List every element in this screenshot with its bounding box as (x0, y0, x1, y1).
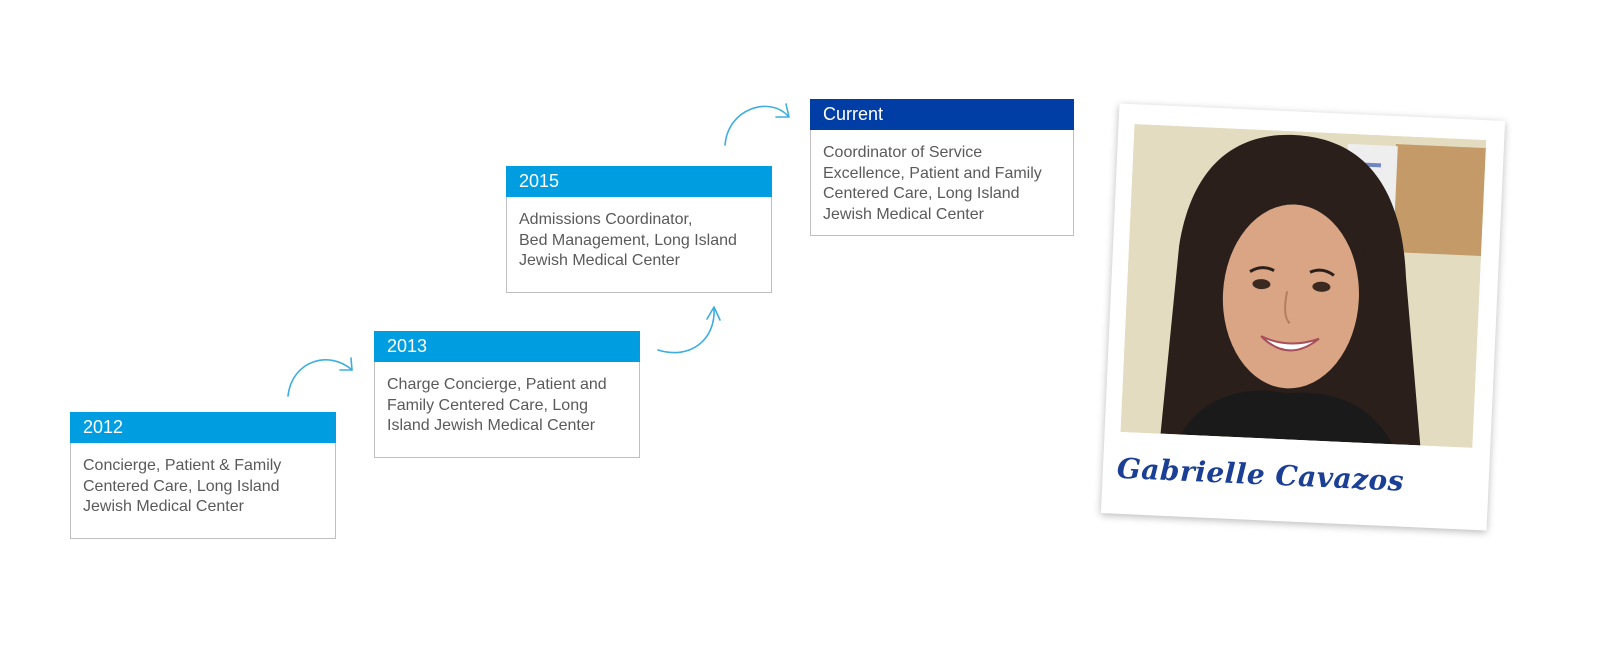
step-description: Charge Concierge, Patient and Family Cen… (375, 362, 639, 449)
step-description-line: Centered Care, Long Island (83, 477, 280, 495)
step-description-line: Island Jewish Medical Center (387, 417, 596, 434)
profile-name: Gabrielle Cavazos (1116, 451, 1405, 498)
timeline-step-2013: 2013 Charge Concierge, Patient and Famil… (374, 331, 640, 458)
step-description-line: Jewish Medical Center (519, 252, 680, 269)
arrow-2013-to-2015-icon (657, 306, 721, 354)
step-description-line: Bed Management, Long Island (519, 231, 737, 249)
arrow-2015-to-current-icon (724, 103, 790, 146)
portrait-illustration (1120, 124, 1487, 448)
step-description: Coordinator of Service Excellence, Patie… (811, 130, 1073, 237)
step-description-line: Family Centered Care, Long (387, 396, 588, 414)
step-description-line: Centered Care, Long Island (823, 185, 1020, 202)
timeline-step-2012: 2012 Concierge, Patient & Family Centere… (70, 412, 336, 539)
step-description: Admissions Coordinator, Bed Management, … (507, 197, 771, 284)
step-description-line: Charge Concierge, Patient and (387, 376, 607, 393)
step-description-line: Jewish Medical Center (823, 205, 984, 223)
profile-polaroid: Gabrielle Cavazos (1100, 103, 1506, 531)
arrow-2012-to-2013-icon (287, 357, 353, 397)
step-year-label: 2012 (70, 412, 336, 443)
step-year-label: 2015 (506, 166, 772, 197)
step-description-line: Coordinator of Service (823, 144, 983, 161)
step-description-line: Concierge, Patient & Family (83, 457, 282, 474)
step-description-line: Jewish Medical Center (83, 498, 244, 515)
step-description: Concierge, Patient & Family Centered Car… (71, 443, 335, 530)
timeline-step-2015: 2015 Admissions Coordinator, Bed Managem… (506, 166, 772, 293)
step-year-label: 2013 (374, 331, 640, 362)
step-year-label: Current (810, 99, 1074, 130)
step-description-line: Excellence, Patient and Family (823, 164, 1042, 182)
profile-photo (1120, 124, 1487, 448)
timeline-step-current: Current Coordinator of Service Excellenc… (810, 99, 1074, 236)
step-description-line: Admissions Coordinator, (519, 211, 693, 228)
